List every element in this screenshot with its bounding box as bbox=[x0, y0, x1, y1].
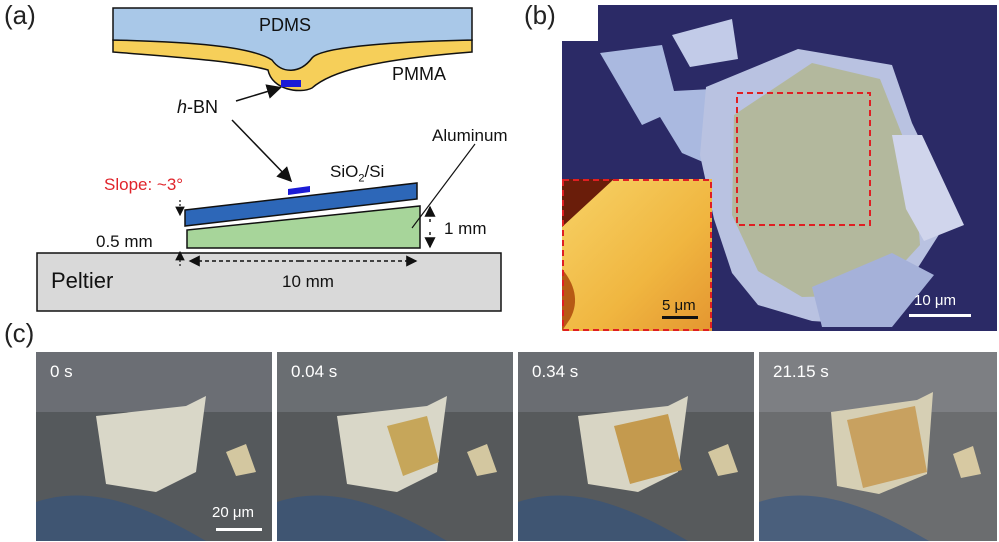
frame-0-time: 0 s bbox=[50, 362, 73, 381]
frame-3-time: 21.15 s bbox=[773, 362, 829, 381]
frame-3: 21.15 s bbox=[759, 352, 997, 541]
pmma-label: PMMA bbox=[392, 64, 446, 84]
slope-label: Slope: ~3° bbox=[104, 175, 184, 194]
frame-2-time: 0.34 s bbox=[532, 362, 579, 381]
panel-label-b: (b) bbox=[524, 0, 556, 30]
aluminum-label: Aluminum bbox=[432, 126, 508, 145]
hbn-flake-substrate bbox=[288, 186, 310, 195]
substrate-label-tail: /Si bbox=[364, 162, 385, 181]
scale-bar-b bbox=[909, 314, 971, 317]
pdms-label: PDMS bbox=[259, 15, 312, 35]
frame-1: 0.04 s bbox=[277, 352, 513, 541]
schematic-diagram bbox=[36, 7, 502, 312]
height-large-label: 1 mm bbox=[444, 219, 487, 238]
pdms-block bbox=[112, 7, 473, 71]
panel-label-a: (a) bbox=[4, 0, 36, 30]
peltier-label: Peltier bbox=[51, 268, 114, 293]
panel-label-c: (c) bbox=[4, 318, 35, 348]
aluminum-pointer bbox=[411, 143, 476, 229]
hbn-arrow-up bbox=[235, 84, 282, 102]
substrate-label: SiO2/Si bbox=[330, 162, 384, 184]
substrate-label-sub: 2 bbox=[358, 172, 365, 185]
aluminum-wedge bbox=[186, 205, 421, 249]
hbn-label-italic: h bbox=[177, 97, 188, 117]
frame-1-time: 0.04 s bbox=[291, 362, 338, 381]
hbn-arrow-down bbox=[231, 119, 293, 183]
selection-rectangle bbox=[736, 92, 871, 226]
scale-label-b: 10 μm bbox=[914, 292, 956, 309]
hbn-label-rest: -BN bbox=[187, 97, 219, 117]
scale-bar-c bbox=[216, 528, 262, 531]
hbn-flake-stamp bbox=[281, 80, 301, 87]
substrate-label-main: SiO bbox=[330, 162, 359, 181]
hbn-label: h-BN bbox=[177, 97, 218, 118]
scale-label-c: 20 μm bbox=[212, 504, 254, 521]
substrate bbox=[184, 182, 418, 227]
height-small-label: 0.5 mm bbox=[96, 232, 153, 251]
inset-scale-label: 5 μm bbox=[662, 297, 696, 314]
afm-inset: 5 μm bbox=[562, 179, 712, 331]
frame-2: 0.34 s bbox=[518, 352, 754, 541]
length-label: 10 mm bbox=[282, 272, 334, 291]
frame-0: 0 s 20 μm bbox=[36, 352, 272, 541]
optical-image-b: 5 μm 10 μm bbox=[562, 5, 997, 331]
peltier-block bbox=[36, 252, 502, 312]
inset-scale-bar bbox=[662, 316, 698, 319]
